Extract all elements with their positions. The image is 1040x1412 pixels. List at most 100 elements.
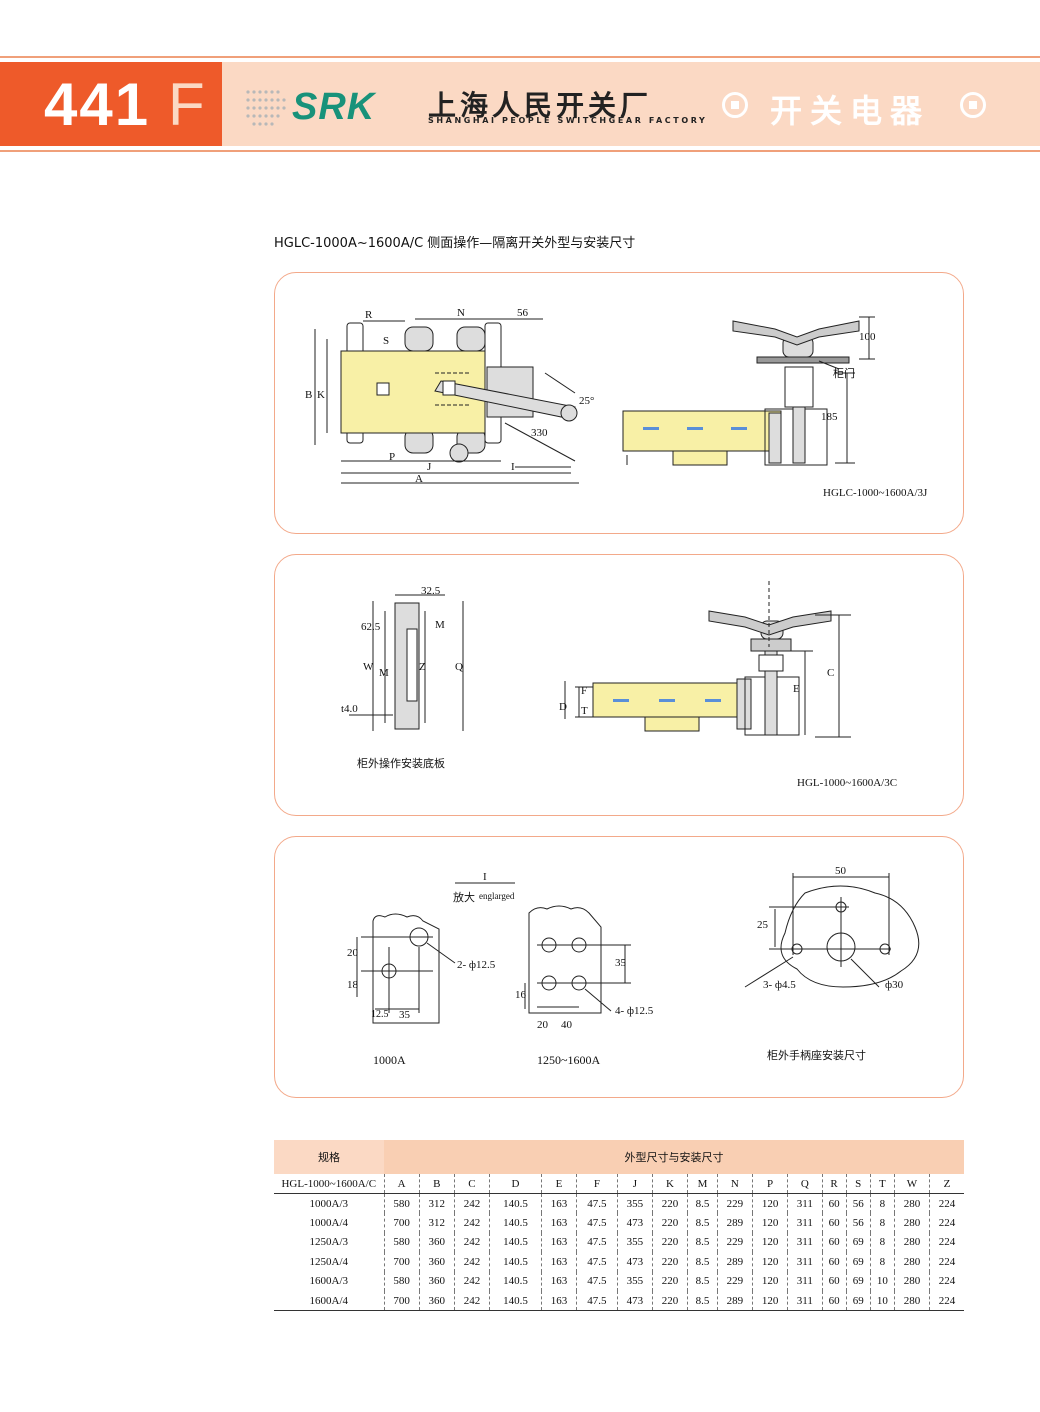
dim-S: S xyxy=(383,335,390,347)
dim-50: 50 xyxy=(835,865,846,877)
value-cell: 700 xyxy=(383,1291,420,1311)
dim-185: 185 xyxy=(821,411,838,423)
value-cell: 360 xyxy=(418,1271,455,1291)
value-cell: 580 xyxy=(383,1232,420,1252)
value-cell: 224 xyxy=(929,1252,964,1272)
value-cell: 140.5 xyxy=(489,1232,542,1252)
value-cell: 8 xyxy=(869,1193,895,1213)
column-header: J xyxy=(616,1174,653,1194)
detail-label: I xyxy=(483,871,487,883)
caption-1250a: 1250~1600A xyxy=(537,1053,601,1067)
spec-cell: 1600A/3 xyxy=(309,1275,349,1288)
value-cell: 289 xyxy=(716,1291,753,1311)
value-cell: 60 xyxy=(821,1252,847,1272)
value-cell: 224 xyxy=(929,1232,964,1252)
value-cell: 473 xyxy=(616,1252,653,1272)
value-cell: 140.5 xyxy=(489,1193,542,1213)
value-cell: 120 xyxy=(751,1252,788,1272)
column-header: F xyxy=(576,1174,618,1194)
value-cell: 700 xyxy=(383,1252,420,1272)
value-cell: 47.5 xyxy=(576,1213,618,1233)
value-cell: 280 xyxy=(893,1252,930,1272)
value-cell: 220 xyxy=(651,1291,688,1311)
hole-30: ф30 xyxy=(885,979,904,991)
value-cell: 355 xyxy=(616,1193,653,1213)
value-cell: 311 xyxy=(787,1252,823,1272)
page-number: 441 xyxy=(44,71,151,138)
value-cell: 10 xyxy=(869,1271,895,1291)
enlarged-en: englarged xyxy=(479,891,515,901)
value-cell: 280 xyxy=(893,1271,930,1291)
dim-M-top: M xyxy=(435,619,445,631)
value-cell: 580 xyxy=(383,1271,420,1291)
dim-20-1250: 20 xyxy=(537,1019,548,1031)
dim-P: P xyxy=(389,451,396,463)
page-suffix: F xyxy=(168,71,205,138)
value-cell: 224 xyxy=(929,1193,964,1213)
value-cell: 311 xyxy=(787,1213,823,1233)
panel2-caption: HGL-1000~1600A/3C xyxy=(797,777,898,789)
value-cell: 140.5 xyxy=(489,1271,542,1291)
column-header: P xyxy=(751,1174,788,1194)
value-cell: 163 xyxy=(540,1232,577,1252)
value-cell: 242 xyxy=(453,1213,490,1233)
dim-330: 330 xyxy=(531,427,548,439)
column-header: T xyxy=(869,1174,895,1194)
value-cell: 220 xyxy=(651,1213,688,1233)
company-name-en: SHANGHAI PEOPLE SWITCHGEAR FACTORY xyxy=(428,116,708,125)
spec-cell: 1600A/4 xyxy=(274,1291,384,1311)
value-cell: 224 xyxy=(929,1291,964,1311)
dim-K: K xyxy=(317,389,325,401)
plate-caption: 柜外操作安装底板 xyxy=(357,757,445,770)
value-cell: 8 xyxy=(869,1213,895,1233)
value-cell: 60 xyxy=(821,1271,847,1291)
dim-35-1000: 35 xyxy=(399,1009,410,1021)
value-cell: 700 xyxy=(383,1213,420,1233)
value-cell: 311 xyxy=(787,1193,823,1213)
value-cell: 355 xyxy=(616,1271,653,1291)
value-cell: 360 xyxy=(418,1291,455,1311)
panel1-caption: HGLC-1000~1600A/3J xyxy=(823,487,928,499)
dim-M-bottom: M xyxy=(379,667,389,679)
spec-cell: 1250A/3 xyxy=(309,1236,349,1249)
drawing-side-operation xyxy=(314,316,875,484)
value-cell: 289 xyxy=(716,1252,753,1272)
column-header: B xyxy=(418,1174,455,1194)
dim-A: A xyxy=(415,473,423,485)
value-cell: 47.5 xyxy=(576,1252,618,1272)
value-cell: 60 xyxy=(821,1213,847,1233)
page-header: 441 F SRK 上海人民开关厂 SHANGHAI PEOPLE SWITCH… xyxy=(0,56,1040,152)
value-cell: 47.5 xyxy=(576,1193,618,1213)
value-cell: 140.5 xyxy=(489,1291,542,1311)
spec-cell: 1250A/4 xyxy=(309,1255,349,1268)
column-header: D xyxy=(489,1174,542,1194)
dim-B: B xyxy=(305,389,313,401)
value-cell: 163 xyxy=(540,1213,577,1233)
header-top-line xyxy=(0,56,1040,58)
value-cell: 242 xyxy=(453,1252,490,1272)
value-cell: 224 xyxy=(929,1271,964,1291)
dim-100: 100 xyxy=(859,331,876,343)
dim-D: D xyxy=(559,701,567,713)
value-cell: 120 xyxy=(751,1193,788,1213)
column-header: E xyxy=(540,1174,577,1194)
brand-logo: SRK xyxy=(292,86,376,128)
value-cell: 56 xyxy=(845,1213,871,1233)
category-left-icon xyxy=(722,92,748,118)
value-cell: 8 xyxy=(869,1232,895,1252)
column-header: S xyxy=(845,1174,871,1194)
panel-external-operation: 32.5 62.5 M W Z Q M t4.0 C E F D T 柜外操作安… xyxy=(274,554,964,816)
hole-1000: 2- ф12.5 xyxy=(457,959,496,971)
hole-3: 3- ф4.5 xyxy=(763,979,796,991)
hole-1250: 4- ф12.5 xyxy=(615,1005,654,1017)
value-cell: 163 xyxy=(540,1252,577,1272)
value-cell: 60 xyxy=(821,1193,847,1213)
value-cell: 69 xyxy=(845,1271,871,1291)
logo-dots-icon xyxy=(246,90,286,126)
value-cell: 242 xyxy=(453,1271,490,1291)
drawing-external-operation xyxy=(349,581,851,738)
value-cell: 355 xyxy=(616,1232,653,1252)
